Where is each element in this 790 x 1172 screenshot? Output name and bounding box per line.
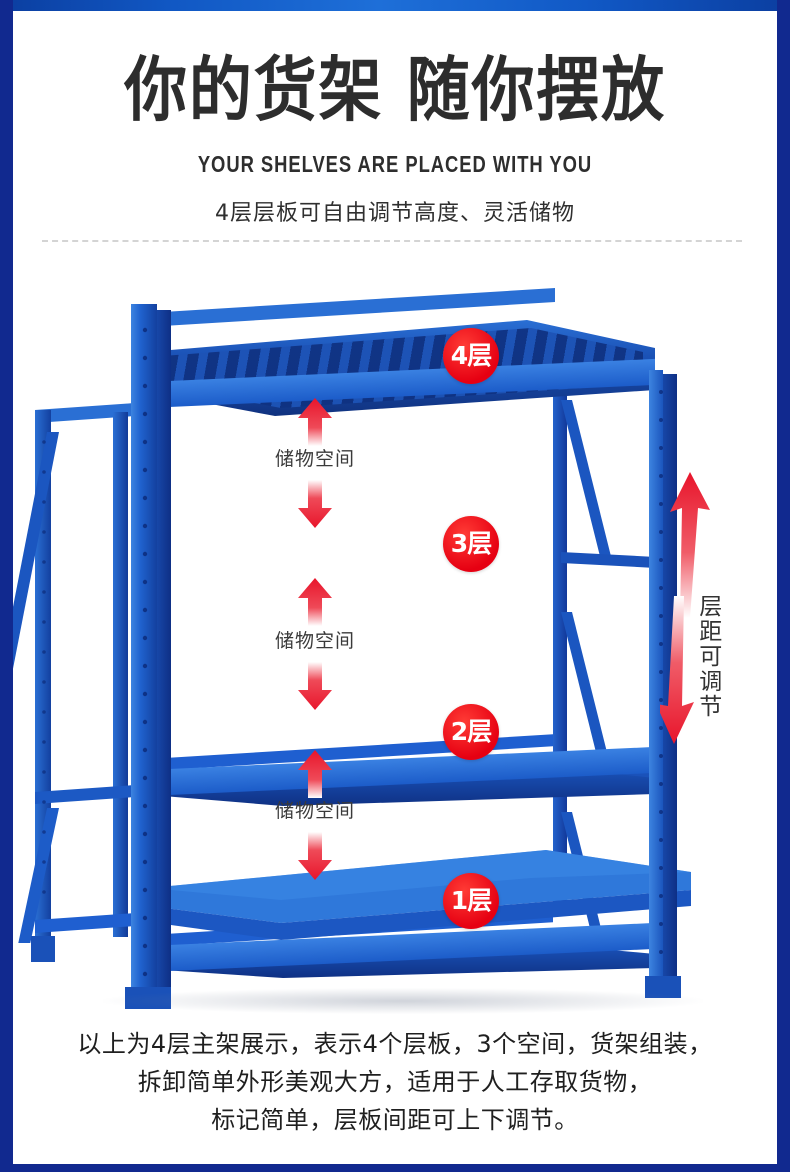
shelf-4-back-beam — [163, 288, 555, 326]
page-title-english: YOUR SHELVES ARE PLACED WITH YOU — [197, 151, 593, 177]
page-title-part-1: 你的货架 — [124, 49, 384, 131]
page-subtitle: 4层层板可自由调节高度、灵活储物 — [215, 201, 575, 226]
shelf-illustration — [13, 252, 777, 1020]
storage-space-marker-3: 储物空间 — [255, 750, 375, 880]
rear-right-crossbar-1 — [561, 552, 651, 568]
frame-right-band — [777, 0, 790, 1172]
frame-bottom-band — [0, 1164, 790, 1172]
page-title-part-2: 随你摆放 — [406, 49, 666, 131]
level-badge-2: 2层 — [443, 704, 499, 760]
shelf-1-panel — [149, 850, 691, 940]
front-left-post-side — [157, 310, 171, 992]
front-left-post — [131, 304, 157, 994]
front-right-foot — [645, 976, 681, 998]
front-left-foot — [125, 987, 171, 1009]
rear-left-post — [35, 410, 51, 940]
page-title: 你的货架随你摆放 — [51, 55, 739, 125]
floor-shadow — [103, 988, 703, 1014]
header-divider — [42, 240, 742, 242]
level-badge-4: 4层 — [443, 328, 499, 384]
rear-right-brace-2 — [561, 612, 612, 772]
rear-left-foot — [31, 936, 55, 962]
level-badge-1: 1层 — [443, 873, 499, 929]
shelf-rack-graphic — [13, 252, 777, 1020]
arrow-up-icon — [298, 578, 332, 626]
storage-space-marker-2: 储物空间 — [255, 578, 375, 710]
arrow-up-icon — [298, 398, 332, 446]
footer-description: 以上为4层主架展示，表示4个层板，3个空间，货架组装， 拆卸简单外形美观大方，适… — [13, 1026, 777, 1140]
storage-space-marker-1: 储物空间 — [255, 398, 375, 528]
footer-line-3: 标记简单，层板间距可上下调节。 — [211, 1105, 579, 1134]
arrow-up-icon — [670, 472, 710, 618]
double-arrow-icon — [660, 472, 710, 744]
arrow-down-icon — [298, 832, 332, 880]
frame-top-band — [0, 0, 790, 11]
storage-space-label-1: 储物空间 — [274, 448, 355, 470]
arrow-down-icon — [298, 480, 332, 528]
arrow-up-icon — [298, 750, 332, 798]
front-right-post — [649, 370, 663, 982]
footer-line-2: 拆卸简单外形美观大方，适用于人工存取货物， — [137, 1067, 653, 1096]
footer-line-1: 以上为4层主架展示，表示4个层板，3个空间，货架组装， — [77, 1030, 713, 1058]
front-right-post-perforations — [659, 390, 663, 954]
front-left-post-perforations — [142, 327, 148, 977]
arrow-down-icon — [298, 662, 332, 710]
rear-right-brace-1 — [561, 400, 614, 565]
storage-space-label-3: 储物空间 — [274, 800, 355, 822]
shelf-pitch-label: 层距可调节 — [694, 594, 721, 719]
header-block: 你的货架随你摆放 YOUR SHELVES ARE PLACED WITH YO… — [13, 11, 777, 241]
frame-left-band — [0, 0, 13, 1172]
rear-left-post-inner — [113, 412, 128, 937]
arrow-down-icon — [660, 596, 694, 744]
shelf-pitch-adjustable-marker: 层距可调节 — [660, 468, 721, 748]
storage-space-label-2: 储物空间 — [274, 630, 355, 652]
rear-left-post-perforations — [42, 440, 46, 894]
level-badge-3: 3层 — [443, 516, 499, 572]
